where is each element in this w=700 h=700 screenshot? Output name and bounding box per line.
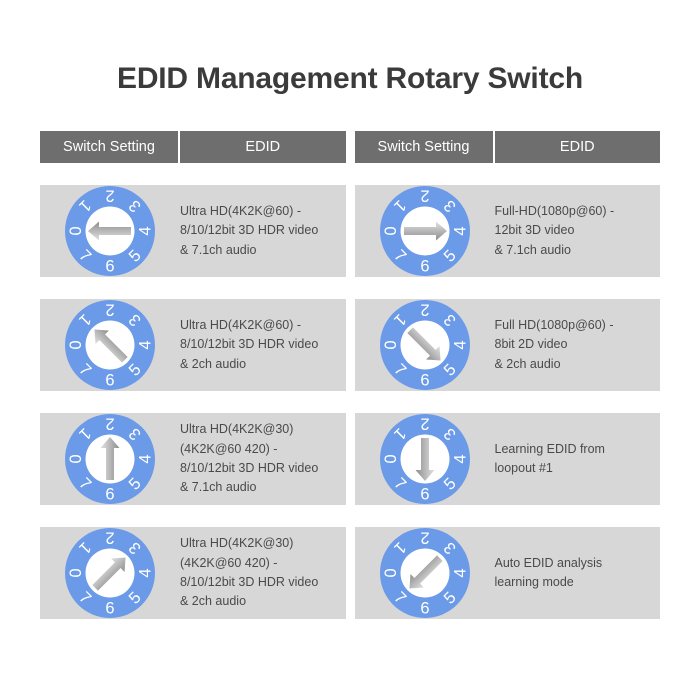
dial-digit-6: 6	[420, 372, 429, 390]
left-header-switch-setting: Switch Setting	[40, 131, 180, 163]
dial-pointer-arrow	[94, 329, 128, 363]
right-header-switch-setting: Switch Setting	[355, 131, 495, 163]
arrow-shape	[415, 438, 434, 481]
dial-digit-6: 6	[105, 258, 114, 276]
arrow-shape	[92, 557, 126, 591]
dial-digit-4: 4	[451, 454, 469, 463]
edid-description: Ultra HD(4K2K@60) - 8/10/12bit 3D HDR vi…	[180, 203, 319, 257]
arrow-shape	[403, 221, 447, 241]
dial-digit-2: 2	[420, 415, 429, 433]
dial-digit-2: 2	[420, 301, 429, 319]
dial-pointer-arrow	[100, 437, 120, 480]
edid-description: Ultra HD(4K2K@60) - 8/10/12bit 3D HDR vi…	[180, 317, 319, 371]
edid-description: Ultra HD(4K2K@30) (4K2K@60 420) - 8/10/1…	[180, 536, 319, 609]
arrow-shape	[406, 327, 441, 361]
dial-pointer-arrow	[88, 221, 131, 241]
right-header-edid: EDID	[559, 139, 595, 155]
dial-digit-6: 6	[105, 372, 114, 390]
dial-digit-2: 2	[105, 415, 114, 433]
dial-digit-4: 4	[451, 226, 469, 235]
dial-digit-6: 6	[420, 486, 429, 504]
dial-digit-2: 2	[105, 301, 114, 319]
row-spacer	[40, 163, 346, 185]
edid-description: Ultra HD(4K2K@30) (4K2K@60 420) - 8/10/1…	[180, 422, 319, 495]
dial-digit-6: 6	[105, 486, 114, 504]
dial-digit-4: 4	[137, 226, 155, 235]
dial-digit-0: 0	[380, 226, 398, 235]
dial-digit-0: 0	[66, 226, 84, 235]
left-table-header: Switch Setting EDID	[40, 131, 346, 163]
right-table-header: Switch Setting EDID	[354, 131, 660, 163]
edid-description: Full-HD(1080p@60) - 12bit 3D video & 7.1…	[494, 203, 615, 257]
arrow-shape	[94, 329, 128, 363]
dial-digit-0: 0	[380, 568, 398, 577]
edid-description: Full HD(1080p@60) - 8bit 2D video & 2ch …	[494, 317, 614, 371]
row-spacer	[354, 277, 660, 299]
dial-digit-0: 0	[66, 454, 84, 463]
left-header-edid: EDID	[245, 139, 281, 155]
dial-digit-4: 4	[137, 568, 155, 577]
dial-pointer-arrow	[406, 327, 441, 361]
row-spacer	[40, 391, 346, 413]
dial-digit-2: 2	[420, 529, 429, 547]
dial-digit-4: 4	[137, 454, 155, 463]
edid-description: Learning EDID from loopout #1	[494, 441, 605, 475]
dial-pointer-arrow	[415, 438, 434, 481]
row-spacer	[40, 505, 346, 527]
arrow-shape	[88, 221, 131, 241]
row-spacer	[354, 163, 660, 185]
row-spacer	[354, 505, 660, 527]
dial-digit-0: 0	[380, 340, 398, 349]
dial-digit-0: 0	[66, 568, 84, 577]
dial-digit-2: 2	[105, 529, 114, 547]
row-spacer	[40, 277, 346, 299]
dial-pointer-arrow	[408, 555, 443, 589]
dial-digit-6: 6	[105, 600, 114, 618]
dial-digit-0: 0	[380, 454, 398, 463]
dial-digit-6: 6	[420, 600, 429, 618]
dial-pointer-arrow	[92, 557, 126, 591]
dial-digit-6: 6	[420, 258, 429, 276]
dial-digit-4: 4	[451, 340, 469, 349]
page-title: EDID Management Rotary Switch	[117, 62, 583, 95]
dial-digit-2: 2	[105, 187, 114, 205]
edid-description: Auto EDID analysis learning mode	[494, 555, 603, 589]
dial-digit-2: 2	[420, 187, 429, 205]
row-spacer	[354, 391, 660, 413]
dial-digit-4: 4	[451, 568, 469, 577]
dial-pointer-arrow	[403, 221, 447, 241]
arrow-shape	[408, 555, 443, 589]
arrow-shape	[100, 437, 120, 480]
dial-digit-0: 0	[66, 340, 84, 349]
dial-digit-4: 4	[137, 340, 155, 349]
